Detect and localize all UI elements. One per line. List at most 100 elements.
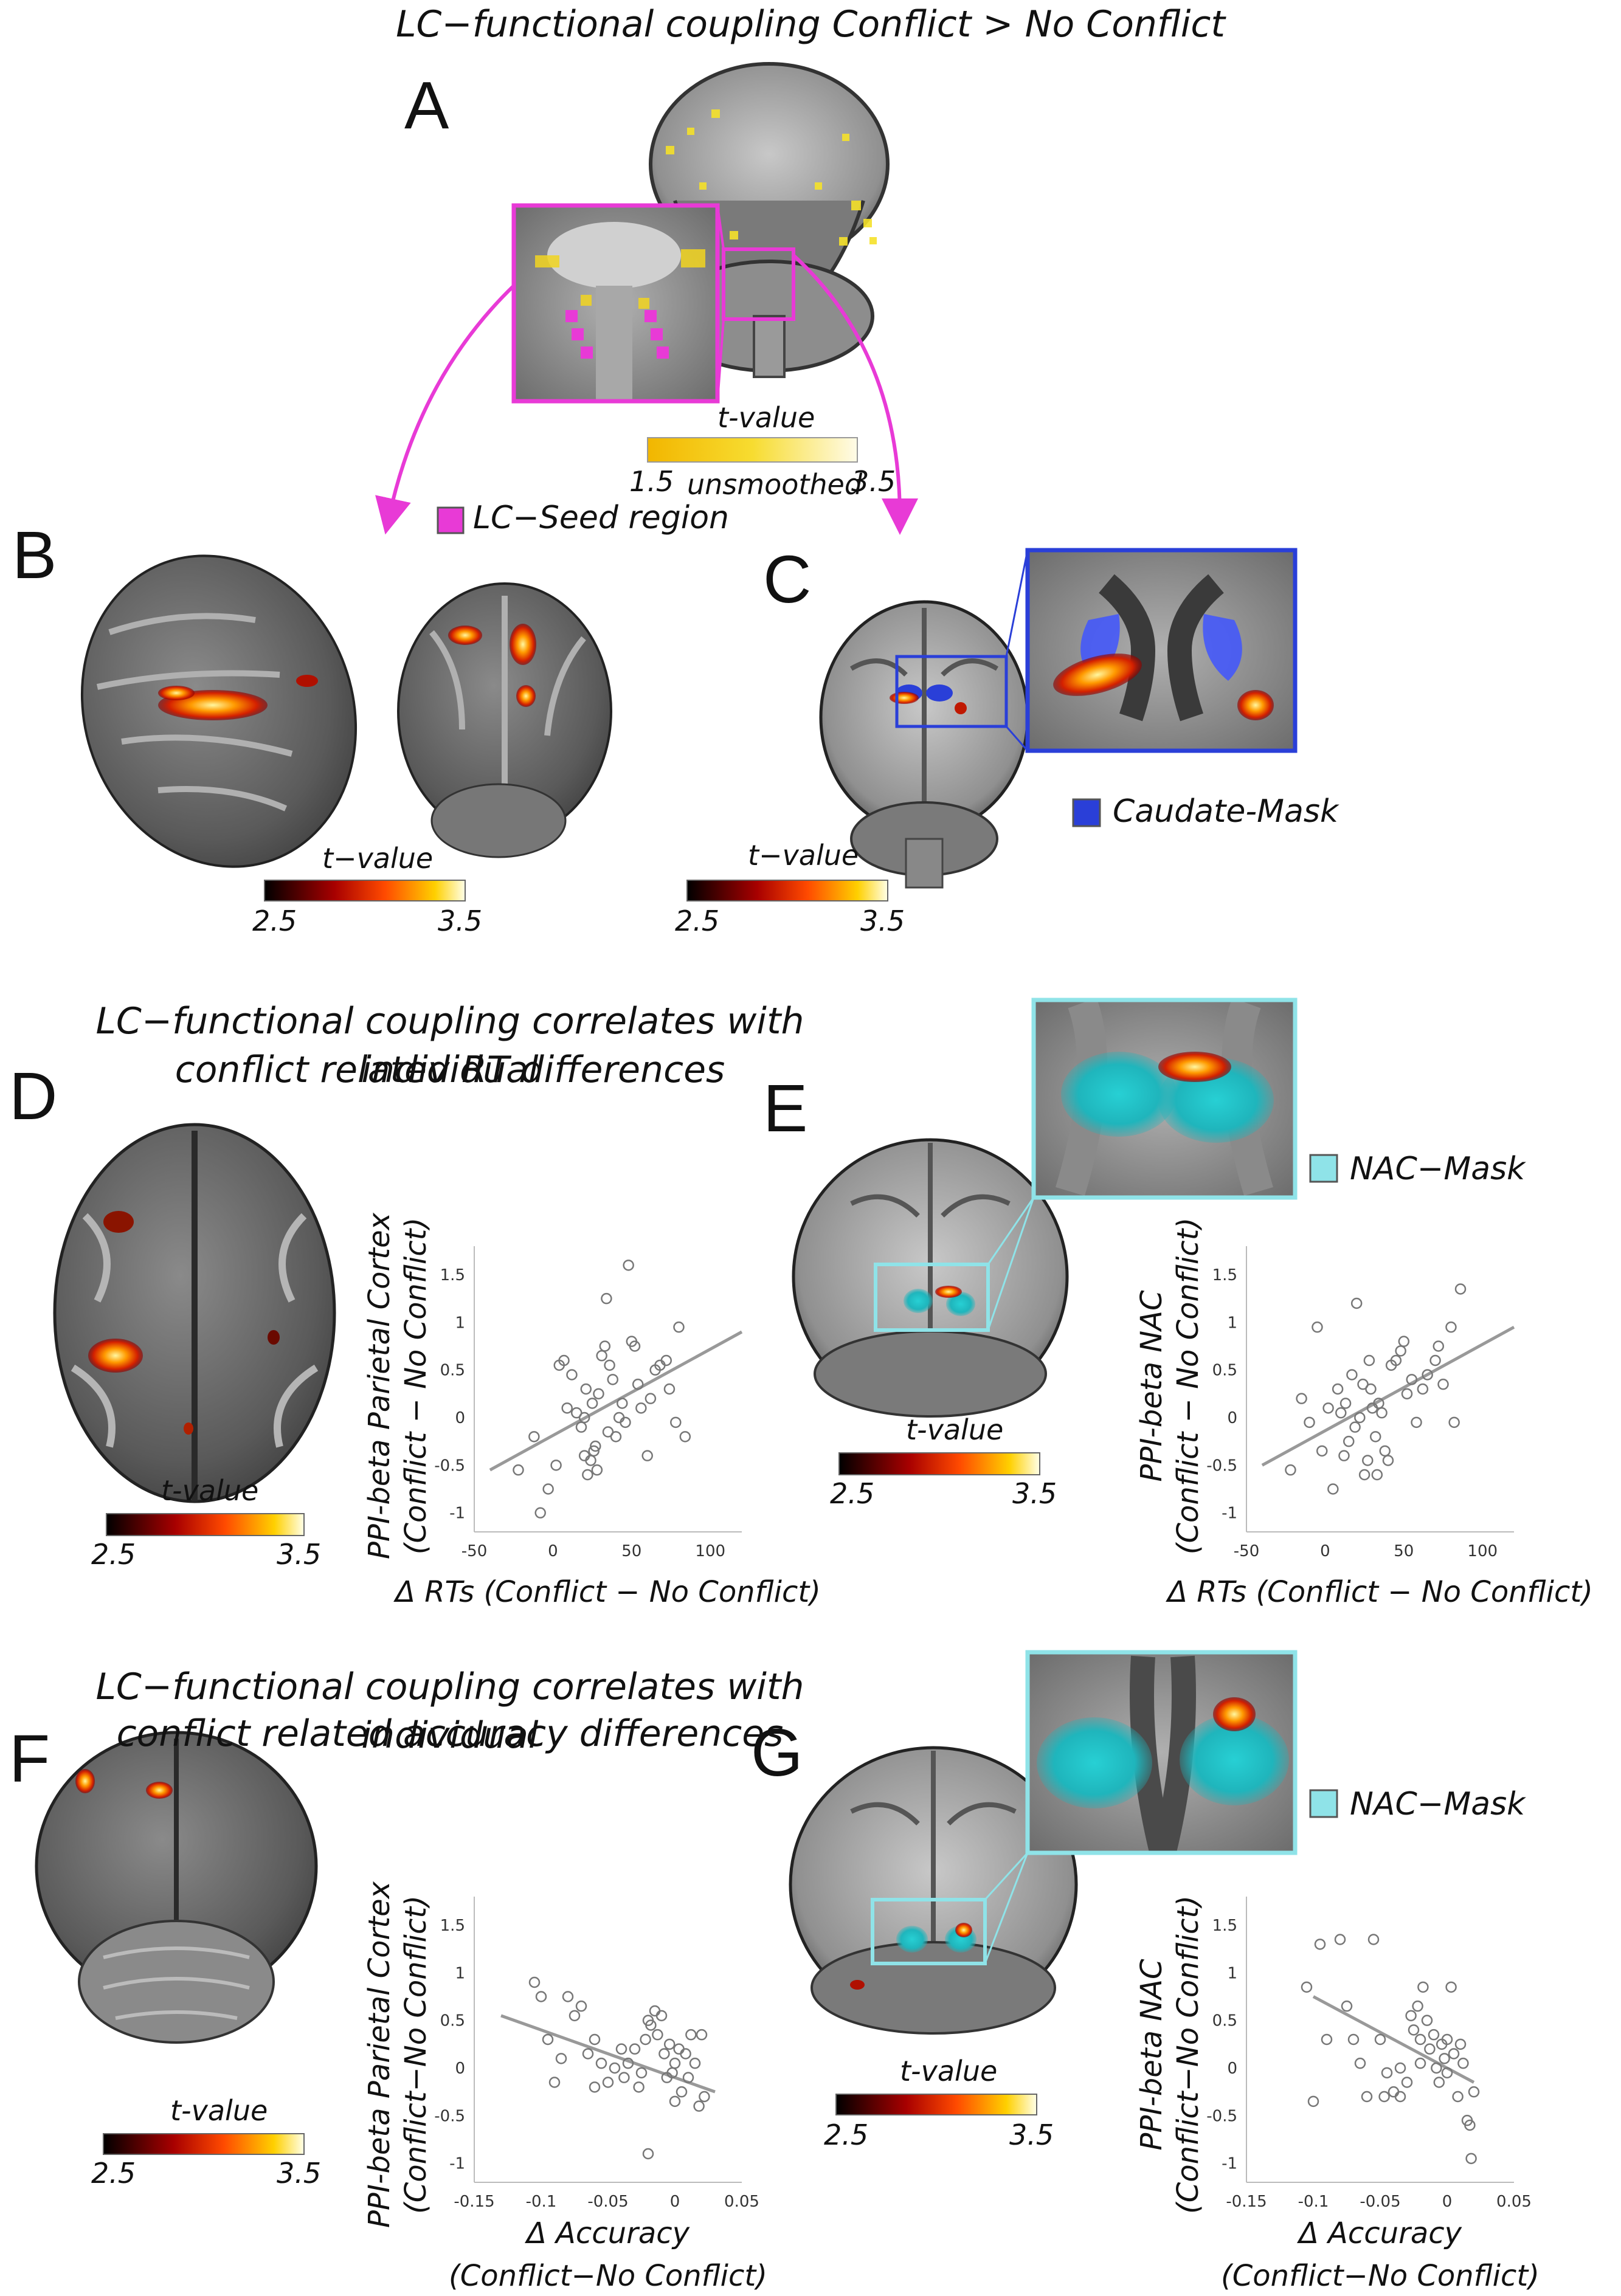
- x-tick-label: 0: [1320, 1542, 1330, 1560]
- scatter-point: [1445, 1321, 1457, 1333]
- scatter-point: [582, 2048, 594, 2060]
- scatter-point: [1441, 2067, 1453, 2079]
- y-tick-label: 0.5: [440, 1362, 465, 1380]
- panel-e-cbar-title: t-value: [906, 1413, 1004, 1446]
- x-tick-label: 0.05: [724, 2193, 759, 2211]
- scatter-point: [652, 2029, 663, 2041]
- x-tick-label: 0: [548, 1542, 558, 1560]
- y-axis-label: PPI-beta NAC: [1135, 1959, 1169, 2151]
- scatter-point: [1376, 1407, 1388, 1419]
- scatter-point: [1335, 1407, 1347, 1419]
- regression-line: [1261, 1325, 1515, 1467]
- y-tick-label: 1.5: [1212, 1266, 1237, 1284]
- scatter-point: [649, 2005, 661, 2017]
- acc-section-title-line1: LC−functional coupling correlates with i…: [95, 1666, 804, 1757]
- scatter-point: [618, 2072, 630, 2083]
- scatter-point: [561, 1402, 573, 1414]
- x-tick-label: -0.15: [1226, 2193, 1267, 2211]
- panel-d-letter: D: [9, 1059, 58, 1134]
- scatter-point: [1441, 2033, 1453, 2046]
- scatter-point: [1412, 2000, 1423, 2012]
- scatter-point: [617, 1398, 628, 1409]
- scatter-point: [1398, 1336, 1410, 1347]
- scatter-point: [669, 2057, 681, 2069]
- scatter-point: [1378, 2091, 1390, 2103]
- scatter-point: [629, 1340, 641, 1352]
- scatter-point: [1394, 2062, 1406, 2074]
- scatter-point: [1316, 1445, 1328, 1457]
- scatter-point: [1363, 1354, 1375, 1367]
- y-tick-label: 1: [1227, 1964, 1237, 1982]
- scatter-point: [1433, 1340, 1445, 1352]
- scatter-point: [1354, 2057, 1366, 2069]
- scatter-point: [623, 1260, 634, 1271]
- y-tick-label: 0: [1227, 1409, 1237, 1427]
- scatter-point: [620, 1416, 631, 1429]
- scatter-point: [601, 1292, 612, 1305]
- y-axis-label-line2: (Conflict − No Conflict): [1171, 1218, 1205, 1554]
- scatter-point: [1354, 1412, 1366, 1424]
- panel-g-brain-coronal: [789, 1746, 1078, 2035]
- scatter-point: [1437, 1378, 1449, 1390]
- panel-e-brain-coronal: [792, 1138, 1069, 1418]
- panel-a-cbar-title: t-value: [717, 401, 815, 434]
- panel-e-letter: E: [763, 1071, 808, 1146]
- scatter-point: [685, 2029, 697, 2041]
- scatter-point: [1369, 1431, 1381, 1443]
- scatter-point: [1388, 2086, 1400, 2098]
- scatter-point: [1401, 2077, 1413, 2088]
- panel-b-cbar-title: t−value: [322, 842, 434, 875]
- x-tick-label: 100: [695, 1542, 725, 1560]
- panel-g-colorbar: [835, 2094, 1037, 2115]
- scatter-point: [593, 1388, 604, 1400]
- panel-f-brain-posterior: [35, 1731, 318, 2044]
- panel-e-cbar-max: 3.5: [1012, 1477, 1057, 1510]
- panel-c-cbar-max: 3.5: [860, 905, 905, 937]
- panel-f-cbar-title: t-value: [170, 2094, 268, 2127]
- x-tick-label: -50: [1234, 1542, 1259, 1560]
- scatter-point: [1406, 1374, 1418, 1385]
- x-axis-label: Δ RTs (Conflict − No Conflict): [1165, 1575, 1593, 1609]
- scatter-point: [1374, 2033, 1386, 2046]
- arrow-to-b: [375, 284, 516, 535]
- regression-line: [489, 1330, 743, 1472]
- nac-mask-legend-label-g: NAC−Mask: [1350, 1786, 1526, 1822]
- panel-c-letter: C: [763, 542, 812, 617]
- scatter-point: [1439, 2053, 1450, 2064]
- scatter-point: [607, 1374, 619, 1385]
- scatter-point: [655, 2010, 668, 2022]
- x-tick-label: -0.05: [587, 2193, 628, 2211]
- scatter-point: [1424, 2043, 1436, 2055]
- scatter-point: [599, 1340, 611, 1352]
- x-tick-label: -0.1: [526, 2193, 557, 2211]
- y-tick-label: 0: [455, 2060, 465, 2078]
- scatter-point: [1445, 1981, 1457, 1993]
- x-tick-label: -0.05: [1360, 2193, 1400, 2211]
- scatter-point: [513, 1464, 524, 1476]
- scatter-point: [575, 2000, 587, 2012]
- panel-a-cbar-note: unsmoothed: [687, 468, 863, 501]
- scatter-point: [1361, 2091, 1373, 2103]
- y-tick-label: -1: [1222, 1505, 1237, 1523]
- arrow-to-c: [792, 253, 918, 535]
- scatter-point: [1285, 1464, 1296, 1476]
- scatter-point: [1454, 1283, 1467, 1295]
- scatter-point: [1339, 1398, 1352, 1409]
- scatter-point: [1334, 1934, 1346, 1945]
- y-tick-label: -0.5: [1206, 2107, 1237, 2125]
- scatter-point: [1341, 2000, 1353, 2012]
- scatter-point: [1307, 2095, 1319, 2108]
- scatter-point: [1314, 1939, 1326, 1950]
- scatter-point: [663, 2038, 676, 2050]
- scatter-point: [622, 2057, 634, 2069]
- scatter-point: [582, 1469, 593, 1481]
- panel-f-letter: F: [9, 1722, 50, 1796]
- rt-section-title-line1: LC−functional coupling correlates with i…: [95, 1000, 804, 1091]
- scatter-point: [1428, 2029, 1440, 2041]
- scatter-point: [1373, 1398, 1384, 1409]
- scatter-point: [1322, 1402, 1334, 1414]
- scatter-point: [596, 1350, 607, 1362]
- y-tick-label: 1: [1227, 1314, 1237, 1332]
